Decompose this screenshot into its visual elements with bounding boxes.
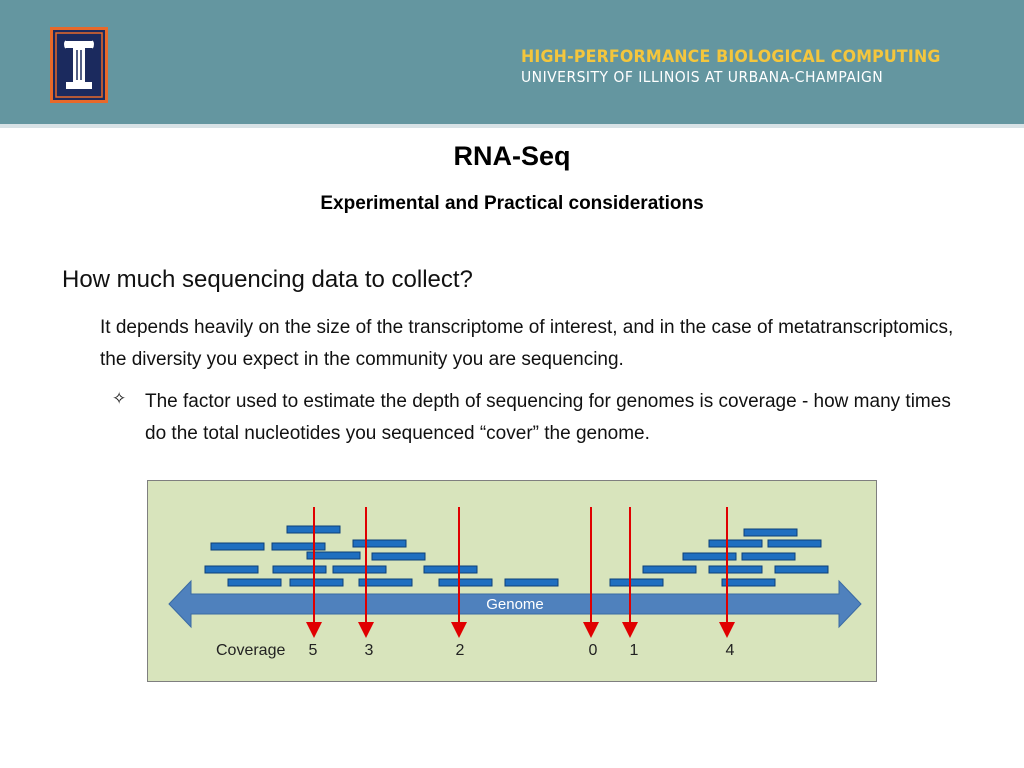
read <box>708 565 763 574</box>
illinois-logo-icon <box>50 27 108 103</box>
genome-label: Genome <box>486 596 544 613</box>
org-line1: HIGH-PERFORMANCE BIOLOGICAL COMPUTING <box>520 47 941 67</box>
coverage-value: 4 <box>726 642 735 659</box>
read <box>272 565 327 574</box>
read <box>271 542 326 551</box>
read <box>227 578 282 587</box>
coverage-markers <box>306 507 735 638</box>
four-pointed-star-icon: ✧ <box>112 389 127 409</box>
sequencing-reads <box>204 525 829 587</box>
coverage-row: Coverage 5 3 2 0 1 4 <box>216 642 735 659</box>
read <box>306 551 361 560</box>
read <box>332 565 387 574</box>
coverage-value: 2 <box>456 642 465 659</box>
read <box>371 552 426 561</box>
read <box>289 578 344 587</box>
coverage-diagram: Genome Coverage 5 3 2 0 1 4 <box>147 480 877 682</box>
read <box>210 542 265 551</box>
slide-title: RNA-Seq <box>453 141 571 171</box>
read <box>358 578 413 587</box>
read <box>682 552 737 561</box>
organization-name: HIGH-PERFORMANCE BIOLOGICAL COMPUTING UN… <box>521 47 972 87</box>
read <box>741 552 796 561</box>
bullet-text: The factor used to estimate the depth of… <box>145 391 951 444</box>
read <box>774 565 829 574</box>
coverage-value: 0 <box>589 642 598 659</box>
read <box>352 539 407 548</box>
read <box>642 565 697 574</box>
slide-subtitle: Experimental and Practical consideration… <box>320 193 704 214</box>
question-heading: How much sequencing data to collect? <box>62 266 473 293</box>
read <box>743 528 798 537</box>
read <box>708 539 763 548</box>
coverage-value: 3 <box>365 642 374 659</box>
read <box>204 565 259 574</box>
coverage-label: Coverage <box>216 642 285 659</box>
read <box>423 565 478 574</box>
body-paragraph: It depends heavily on the size of the tr… <box>100 317 954 370</box>
read <box>609 578 664 587</box>
coverage-value: 5 <box>309 642 318 659</box>
read <box>721 578 776 587</box>
genome-arrow: Genome <box>168 579 862 629</box>
coverage-value: 1 <box>630 642 639 659</box>
org-line2: UNIVERSITY OF ILLINOIS AT URBANA-CHAMPAI… <box>520 68 884 86</box>
read <box>438 578 493 587</box>
read <box>504 578 559 587</box>
header-band: HIGH-PERFORMANCE BIOLOGICAL COMPUTING UN… <box>0 0 1024 128</box>
read <box>767 539 822 548</box>
